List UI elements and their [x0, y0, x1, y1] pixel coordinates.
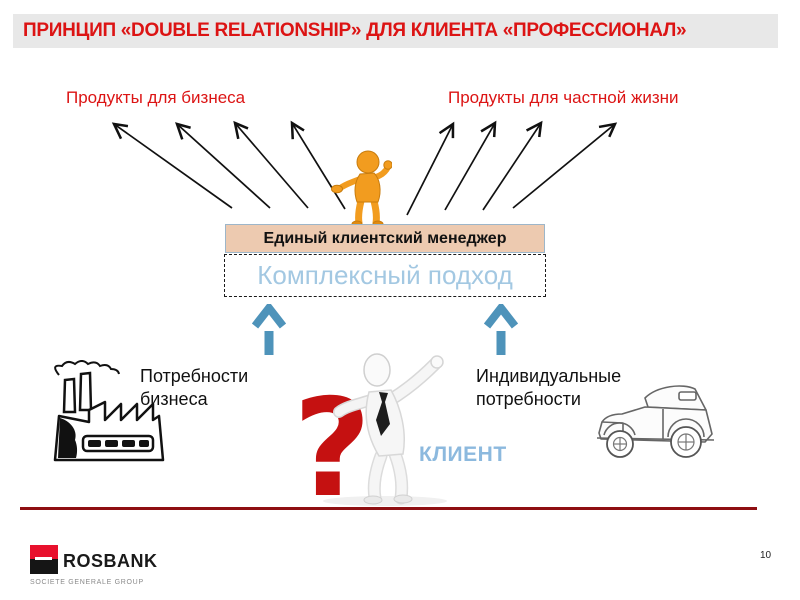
footer-divider [20, 507, 757, 510]
label-business-products: Продукты для бизнеса [66, 88, 246, 107]
approach-box-label: Комплексный подход [257, 260, 513, 290]
up-arrow-right-icon [484, 304, 518, 355]
label-business-needs-line1: Потребности [140, 366, 249, 386]
approach-box: Комплексный подход [224, 254, 546, 297]
factory-icon [53, 360, 165, 462]
client-question-figure-icon: ? [293, 353, 447, 506]
manager-box: Единый клиентский менеджер [225, 224, 545, 253]
orange-person-icon [331, 150, 392, 227]
slide-title: ПРИНЦИП «DOUBLE RELATIONSHIP» ДЛЯ КЛИЕНТ… [23, 20, 687, 41]
label-individual-needs-line1: Индивидуальные [476, 366, 622, 386]
up-arrow-left-icon [252, 304, 286, 355]
logo-red-half [30, 545, 58, 559]
label-business-needs-line2: бизнеса [140, 389, 208, 409]
logo-white-dash [35, 557, 52, 560]
brand-group-name: SOCIETE GENERALE GROUP [30, 579, 144, 586]
slide-title-bar: ПРИНЦИП «DOUBLE RELATIONSHIP» ДЛЯ КЛИЕНТ… [13, 14, 778, 48]
vintage-car-icon [596, 385, 715, 458]
brand-name: ROSBANK [63, 551, 158, 571]
manager-box-label: Единый клиентский менеджер [263, 229, 507, 247]
label-client: КЛИЕНТ [419, 443, 507, 466]
label-individual-needs-line2: потребности [476, 389, 581, 409]
label-personal-products: Продукты для частной жизни [448, 88, 679, 107]
rosbank-logo-icon [30, 545, 58, 574]
question-mark-glyph: ? [293, 370, 371, 506]
page-number: 10 [760, 550, 772, 561]
label-business-needs: Потребности бизнеса [140, 365, 248, 411]
label-individual-needs: Индивидуальные потребности [476, 365, 621, 411]
